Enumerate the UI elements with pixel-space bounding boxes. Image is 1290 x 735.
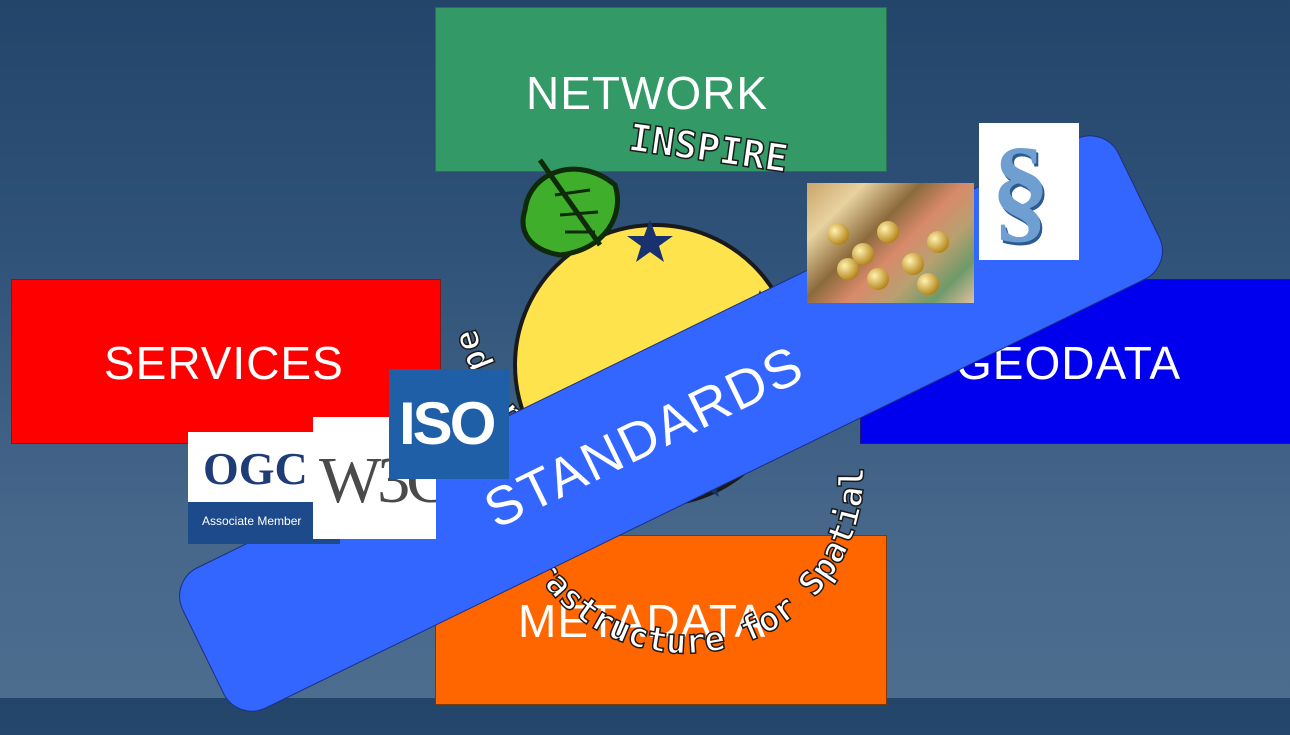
ogc-name: OGC [203, 443, 308, 494]
iso-logo: ISO [389, 369, 509, 479]
paragraph-sign-icon: § [979, 123, 1079, 260]
metadata-label: METADATA [518, 595, 767, 647]
services-label: SERVICES [104, 337, 344, 389]
emblem-title: INSPIRE [626, 115, 791, 181]
iso-name: ISO [399, 390, 496, 457]
leaf-icon [520, 158, 621, 258]
network-label: NETWORK [526, 67, 769, 119]
euro-money-photo [807, 183, 974, 303]
ogc-subtitle: Associate Member [202, 514, 302, 528]
paragraph-symbol: § [991, 123, 1050, 254]
network-box: NETWORK [435, 7, 887, 172]
